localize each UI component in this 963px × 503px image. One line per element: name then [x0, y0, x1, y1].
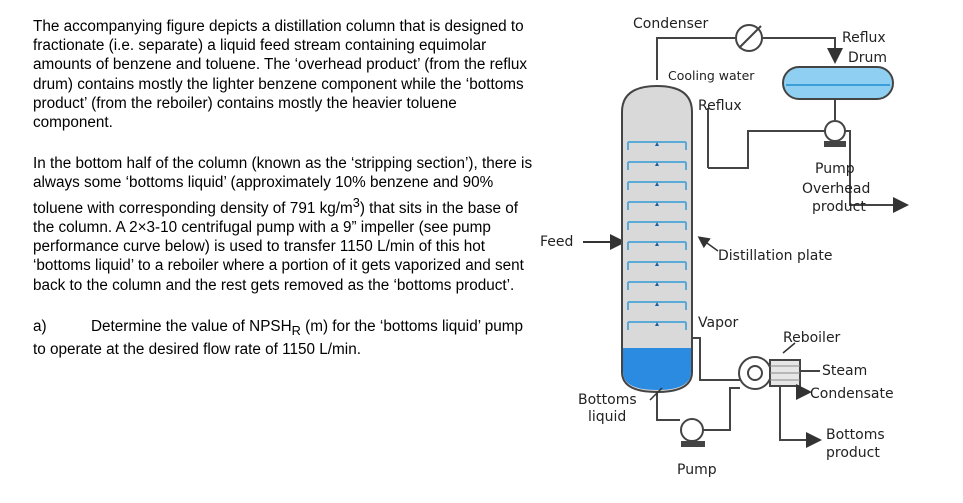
- cooling-water-label: Cooling water: [668, 68, 755, 83]
- steam-label: Steam: [822, 363, 867, 379]
- condensate-label: Condensate: [810, 386, 894, 402]
- question-text-b: (m) for the ‘bottoms liquid’ pump to ope…: [33, 317, 524, 358]
- paragraph2-text-b: ) that sits in the base of the column. A…: [33, 199, 524, 294]
- overhead-label-2: product: [812, 199, 866, 215]
- distillation-plate-label: Distillation plate: [718, 248, 832, 264]
- distillation-diagram: Condenser Cooling water Reflux Drum Refl…: [540, 16, 909, 478]
- question-label: a): [33, 317, 47, 335]
- bottoms-product-label-1: Bottoms: [826, 427, 885, 443]
- bottoms-liquid-label-2: liquid: [588, 409, 626, 425]
- stripping-section-paragraph: In the bottom half of the column (known …: [33, 154, 538, 295]
- reflux-drum-label-2: Drum: [848, 50, 887, 66]
- column-liquid: [623, 348, 691, 390]
- overhead-label-1: Overhead: [802, 181, 870, 197]
- pump-to-reboiler-line: [703, 387, 740, 431]
- column-to-pump-line: [656, 392, 680, 421]
- bottom-pump-label: Pump: [677, 462, 717, 478]
- reboiler-icon: [738, 356, 801, 390]
- reflux-drum-label-1: Reflux: [842, 30, 886, 46]
- vapor-overhead-line: [656, 37, 735, 80]
- reflux-label: Reflux: [698, 98, 742, 114]
- condenser-label: Condenser: [633, 16, 708, 32]
- bottoms-liquid-pointer: [649, 387, 663, 401]
- bottoms-product-label-2: product: [826, 445, 880, 461]
- bottoms-product-line: [779, 386, 822, 448]
- reflux-return-line: [708, 130, 825, 169]
- reboiler-label: Reboiler: [783, 330, 841, 346]
- condenser-icon: [735, 24, 763, 52]
- question-text-a: Determine the value of NPSH: [91, 317, 292, 335]
- question-a: a) Determine the value of NPSHR (m) for t…: [33, 317, 538, 359]
- vapor-arrows: [655, 142, 659, 326]
- condenser-to-drum-line: [749, 37, 843, 64]
- bottom-pump-icon: [680, 418, 705, 447]
- superscript-3: 3: [352, 194, 360, 210]
- vapor-label: Vapor: [698, 315, 739, 331]
- reboiler-pointer: [782, 342, 796, 354]
- top-pump-label: Pump: [815, 161, 855, 177]
- vapor-return-line: [692, 337, 742, 381]
- column-trays: [627, 141, 687, 330]
- paragraph2-text-a: In the bottom half of the column (known …: [33, 155, 533, 217]
- feed-label: Feed: [540, 234, 573, 250]
- plate-pointer: [697, 236, 719, 252]
- problem-text: The accompanying figure depicts a distil…: [33, 17, 538, 359]
- subscript-r: R: [291, 322, 301, 338]
- column-shell: [621, 84, 693, 394]
- intro-paragraph: The accompanying figure depicts a distil…: [33, 18, 528, 132]
- overhead-product-line: [845, 130, 909, 213]
- bottoms-liquid-label-1: Bottoms: [578, 392, 637, 408]
- reflux-drum: [782, 66, 894, 100]
- top-pump-icon: [824, 120, 846, 147]
